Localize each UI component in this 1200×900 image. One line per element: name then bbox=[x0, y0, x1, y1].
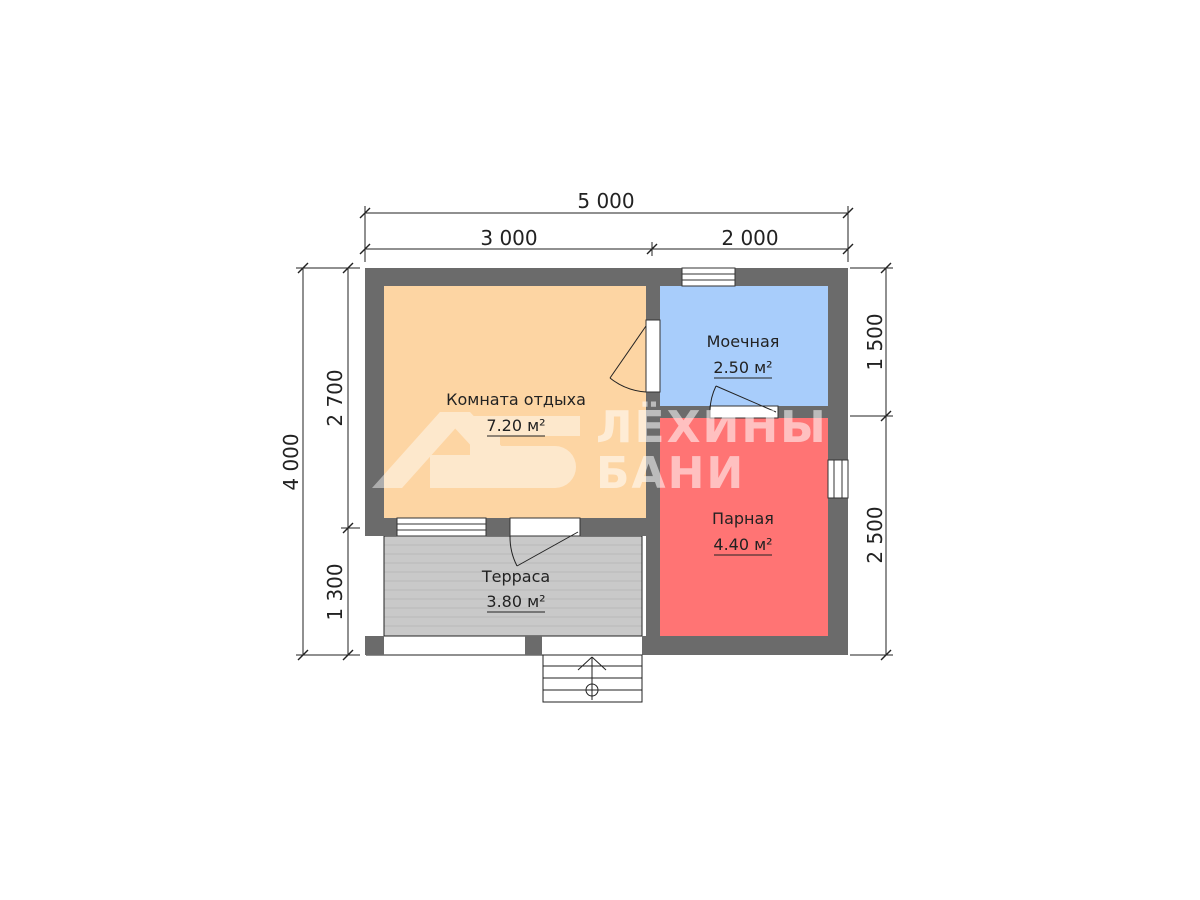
room-rest-room bbox=[384, 286, 646, 518]
room-washroom bbox=[660, 286, 828, 406]
label-washroom: Моечная 2.50 м² bbox=[707, 332, 780, 379]
label-terrace: Терраса 3.80 м² bbox=[481, 567, 550, 613]
windows bbox=[396, 267, 849, 537]
walls bbox=[365, 268, 848, 655]
dimension-right-width-label: 2 000 bbox=[721, 226, 778, 250]
label-steam-room: Парная 4.40 м² bbox=[712, 509, 774, 556]
room-terrace-name: Терраса bbox=[481, 567, 550, 586]
watermark-line1: ЛЁХИНЫ bbox=[596, 400, 828, 453]
dimension-overall-width: 5 000 bbox=[359, 189, 854, 262]
room-terrace bbox=[366, 535, 643, 656]
room-washroom-area: 2.50 м² bbox=[713, 358, 772, 377]
room-steam-room bbox=[660, 418, 828, 636]
dimension-overall-height: 4 000 bbox=[279, 262, 360, 661]
room-rest-room-name: Комната отдыха bbox=[446, 390, 586, 409]
room-washroom-name: Моечная bbox=[707, 332, 780, 351]
entrance-stairs bbox=[542, 654, 643, 703]
room-rest-room-area: 7.20 м² bbox=[486, 416, 545, 435]
watermark-line2: БАНИ bbox=[596, 448, 745, 499]
room-steam-room-name: Парная bbox=[712, 509, 774, 528]
room-steam-room-area: 4.40 м² bbox=[713, 535, 772, 554]
dimension-left-heights: 2 700 1 300 bbox=[323, 262, 360, 661]
watermark-logo: ЛЁХИНЫ БАНИ bbox=[372, 400, 828, 499]
dimension-overall-width-label: 5 000 bbox=[577, 189, 634, 213]
room-terrace-area: 3.80 м² bbox=[486, 592, 545, 611]
dimension-lower-right-height-label: 2 500 bbox=[863, 506, 887, 563]
dimension-overall-height-label: 4 000 bbox=[279, 433, 303, 490]
dimension-left-width-label: 3 000 bbox=[480, 226, 537, 250]
label-rest-room: Комната отдыха 7.20 м² bbox=[446, 390, 586, 437]
dimension-upper-left-height-label: 2 700 bbox=[323, 369, 347, 426]
doors bbox=[509, 319, 779, 567]
dimension-segment-widths: 3 000 2 000 bbox=[359, 226, 854, 256]
dimension-right-heights: 1 500 2 500 bbox=[850, 262, 893, 661]
dimension-upper-right-height-label: 1 500 bbox=[863, 313, 887, 370]
dimension-lower-left-height-label: 1 300 bbox=[323, 563, 347, 620]
